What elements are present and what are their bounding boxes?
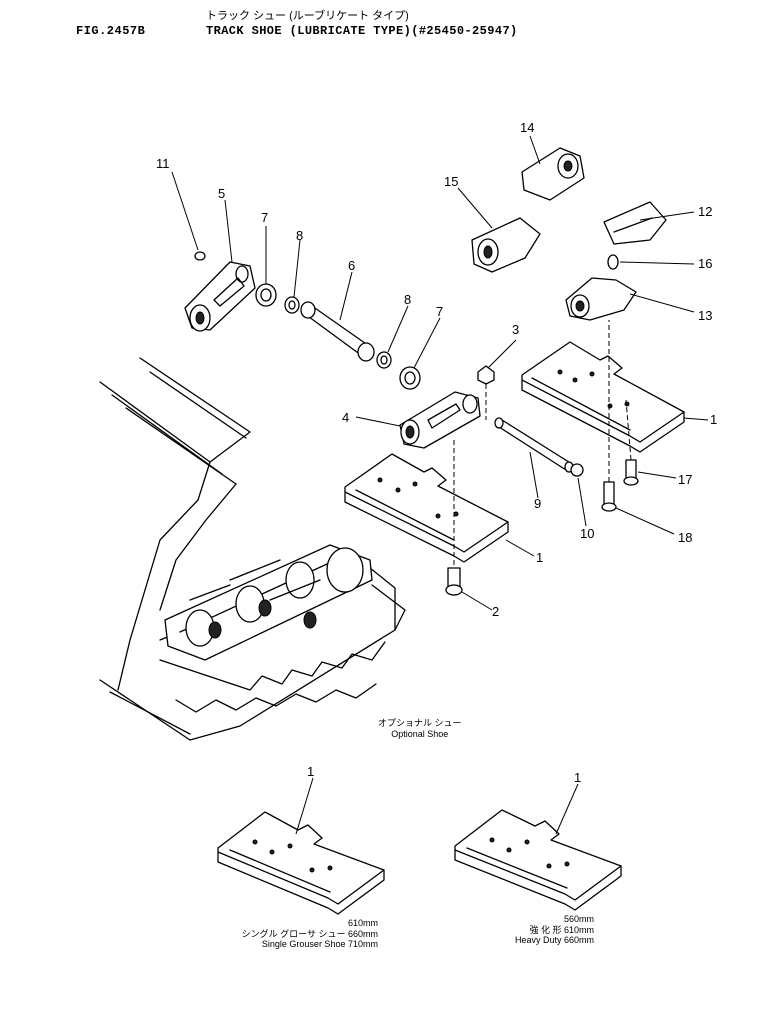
part-8-ring-left	[284, 296, 300, 314]
part-9-pin	[494, 417, 574, 473]
optional-single-grouser-shoe	[217, 811, 385, 915]
heavy-size-610: 610mm	[563, 924, 594, 935]
callout-1: 1	[307, 764, 314, 779]
heavy-size-row-3: Heavy Duty 660mm	[468, 935, 594, 946]
callout-1: 1	[574, 770, 581, 785]
part-3-nut	[477, 365, 495, 385]
part-1-track-shoe-right	[521, 341, 685, 453]
part-16-plug	[607, 254, 619, 270]
track-assembly-illustration	[99, 357, 406, 741]
single-size-660: 660mm	[347, 928, 378, 939]
part-6-bushing	[300, 301, 375, 362]
single-grouser-en: Single Grouser Shoe	[261, 939, 346, 949]
callout-12: 12	[698, 204, 712, 219]
part-4-link	[399, 391, 481, 449]
part-2-bolt	[445, 567, 463, 596]
callout-7: 7	[436, 304, 443, 319]
part-14-link	[521, 147, 585, 201]
heavy-size-row-1: 560mm	[468, 914, 594, 925]
callout-1: 1	[710, 412, 717, 427]
part-12-link	[603, 201, 667, 245]
title-english: TRACK SHOE (LUBRICATE TYPE)(#25450-25947…	[206, 24, 518, 38]
single-size-row-1: 610mm	[226, 918, 378, 929]
callout-17: 17	[678, 472, 692, 487]
heavy-duty-jp: 強 化 形	[529, 924, 562, 935]
callout-7: 7	[261, 210, 268, 225]
callout-15: 15	[444, 174, 458, 189]
callout-1: 1	[536, 550, 543, 565]
callout-8: 8	[296, 228, 303, 243]
figure-number: FIG.2457B	[76, 24, 146, 38]
callout-10: 10	[580, 526, 594, 541]
callout-18: 18	[678, 530, 692, 545]
callout-2: 2	[492, 604, 499, 619]
part-8-ring-right	[376, 351, 392, 369]
optional-shoe-jp: オプショナル シュー	[378, 718, 462, 728]
heavy-duty-caption: 560mm 強 化 形 610mm Heavy Duty 660mm	[468, 914, 594, 946]
callout-5: 5	[218, 186, 225, 201]
callout-numbers: 1 1 1 1 1 2 3 4 5 6 7 7 8 8 9 10 11 12 1…	[136, 0, 717, 785]
heavy-size-660: 660mm	[563, 935, 594, 945]
heavy-size-row-2: 強 化 形 610mm	[468, 925, 594, 936]
optional-shoe-caption: オプショナル シュー Optional Shoe	[378, 718, 462, 739]
part-18-bolt	[601, 481, 617, 512]
part-1-track-shoe-center	[344, 453, 509, 563]
single-grouser-jp: シングル グローサ シュー	[241, 928, 346, 939]
single-size-row-3: Single Grouser Shoe 710mm	[226, 939, 378, 950]
single-grouser-caption: 610mm シングル グローサ シュー 660mm Single Grouser…	[226, 918, 378, 950]
part-7-seal-right	[399, 366, 421, 390]
part-7-seal-left	[255, 283, 277, 307]
callout-4: 4	[342, 410, 349, 425]
callout-13: 13	[698, 308, 712, 323]
heavy-duty-en: Heavy Duty	[514, 935, 562, 945]
part-15-link	[471, 217, 541, 273]
single-size-610: 610mm	[347, 918, 378, 928]
callout-3: 3	[512, 322, 519, 337]
part-10-spacer	[570, 463, 584, 477]
callout-8: 8	[404, 292, 411, 307]
optional-heavy-duty-shoe	[454, 809, 622, 911]
callout-1-spare: 1	[136, 0, 143, 15]
optional-shoe-en: Optional Shoe	[391, 728, 449, 739]
callout-6: 6	[348, 258, 355, 273]
part-17-bolt	[623, 459, 639, 486]
part-11-plug	[194, 251, 206, 261]
single-size-row-2: シングル グローサ シュー 660mm	[226, 929, 378, 940]
part-5-link	[184, 261, 256, 332]
part-13-link	[565, 277, 637, 321]
title-japanese: トラック シュー (ルーブリケート タイプ)	[206, 10, 409, 22]
callout-9: 9	[534, 496, 541, 511]
single-size-710: 710mm	[347, 939, 378, 949]
leader-lines	[171, 135, 709, 835]
callout-14: 14	[520, 120, 534, 135]
callout-11: 11	[156, 156, 170, 171]
callout-16: 16	[698, 256, 712, 271]
heavy-size-560: 560mm	[563, 914, 594, 924]
assembly-line-bolt-17	[625, 399, 632, 461]
